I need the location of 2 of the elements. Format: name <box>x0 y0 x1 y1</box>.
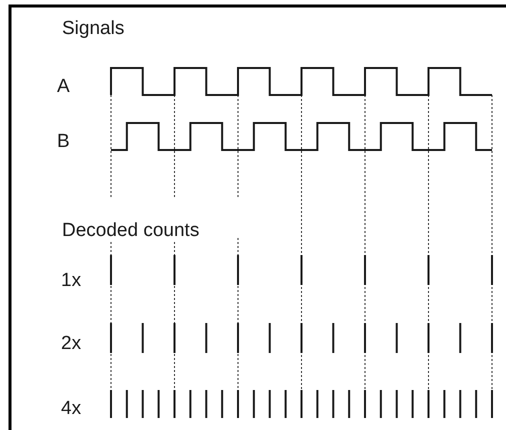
section-heading: Signals <box>62 18 124 40</box>
section-heading: Decoded counts <box>62 220 200 242</box>
